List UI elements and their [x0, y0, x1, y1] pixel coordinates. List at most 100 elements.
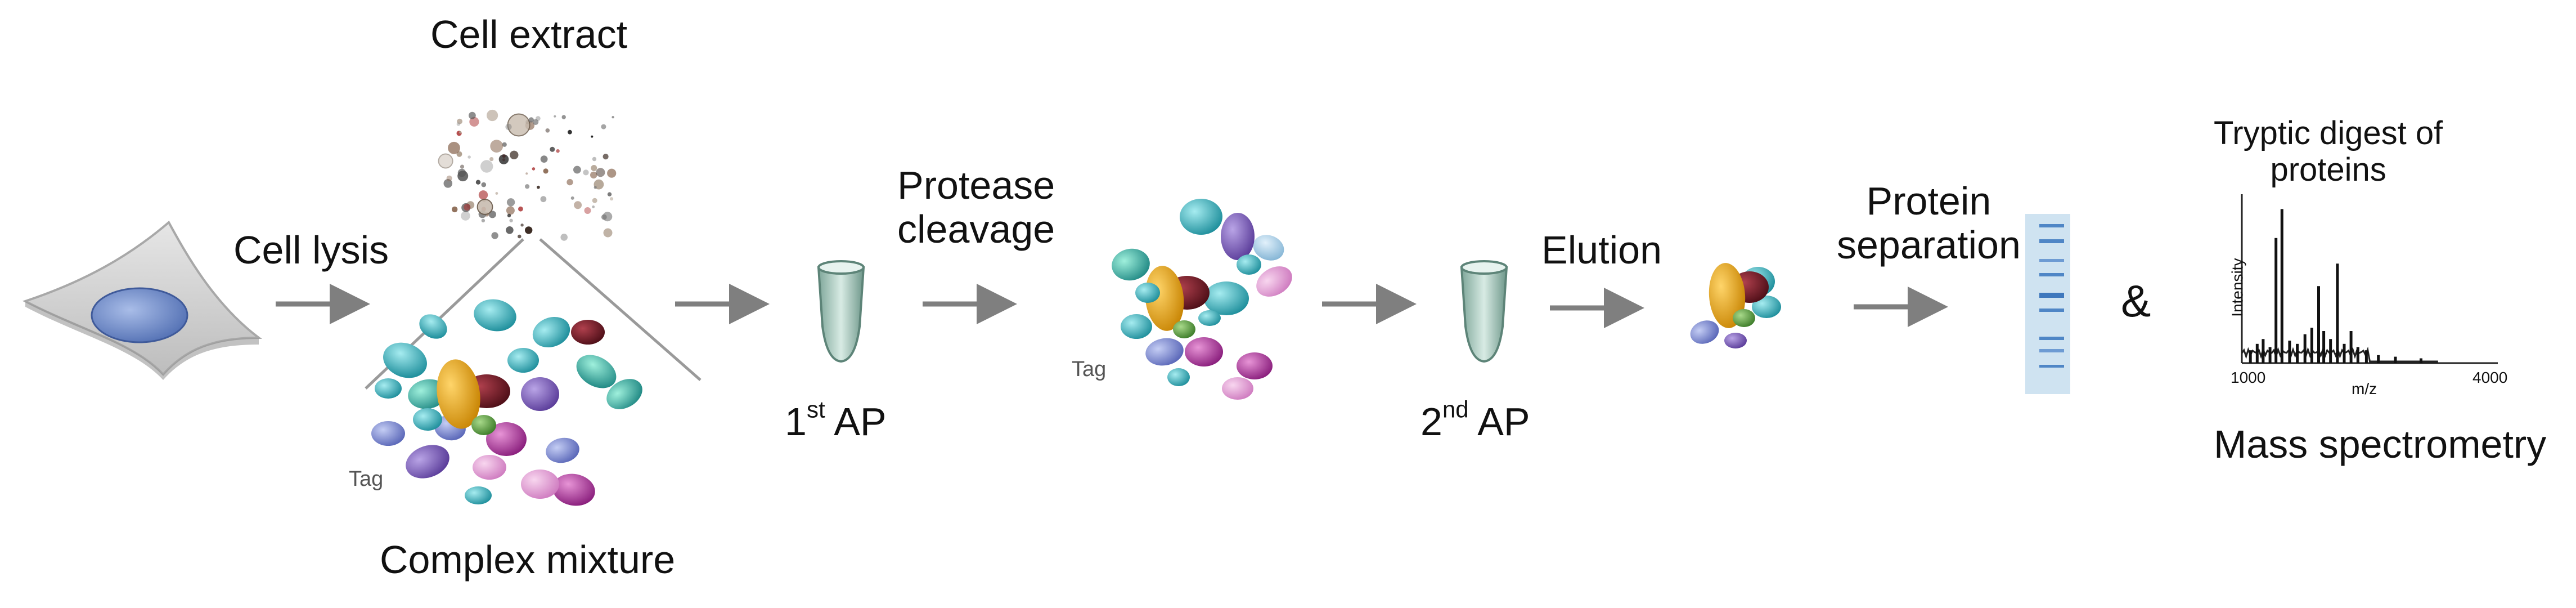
- mixture-protein: [471, 415, 496, 435]
- spectrum-xmax-label: 4000: [2472, 369, 2508, 386]
- extract-particle: [506, 198, 515, 207]
- extract-particle: [457, 168, 466, 177]
- cleaved-protein: [1198, 310, 1221, 326]
- label-complex-mixture: Complex mixture: [380, 538, 676, 582]
- tube-1st-ap: [817, 260, 865, 363]
- extract-particle: [592, 198, 597, 203]
- label-ampersand: &: [2121, 276, 2151, 326]
- extract-particle: [509, 218, 513, 222]
- eluted-protein: [1724, 333, 1747, 348]
- extract-particle: [469, 111, 476, 119]
- extract-particle: [540, 155, 548, 163]
- extract-particle: [591, 165, 597, 171]
- mixture-protein: [546, 437, 579, 463]
- extract-particle: [506, 226, 514, 234]
- extract-particle: [607, 168, 617, 178]
- nucleus: [91, 287, 188, 343]
- ap2-text: AP: [1468, 400, 1530, 444]
- mixture-protein: [413, 408, 442, 431]
- spectrum-ylabel: Intensity: [2228, 258, 2246, 317]
- extract-particle: [506, 206, 515, 215]
- cleaved-protein: [1167, 368, 1190, 386]
- extract-particle: [525, 184, 530, 189]
- extract-particle: [480, 160, 493, 173]
- extract-particle: [495, 192, 498, 195]
- extract-particle: [443, 179, 453, 188]
- extract-particle: [603, 212, 613, 222]
- extract-particle: [476, 199, 493, 215]
- ap1-text: AP: [825, 400, 887, 444]
- mixture-protein: [474, 299, 516, 332]
- protease-line-2: cleavage: [897, 207, 1055, 252]
- extract-particle: [568, 129, 572, 135]
- cleaved-protein: [1121, 314, 1152, 339]
- cleaved-protein: [1222, 377, 1253, 400]
- mixture-protein: [571, 320, 605, 345]
- tryptic-line-2: proteins: [2270, 151, 2386, 188]
- extract-particle: [464, 203, 471, 211]
- extract-particle: [596, 168, 605, 177]
- mixture-protein: [576, 355, 617, 388]
- extract-particle: [592, 205, 595, 208]
- gel-lane: [2025, 214, 2070, 394]
- extract-particle: [507, 213, 511, 218]
- extract-particle: [467, 155, 471, 159]
- extract-particle: [487, 109, 498, 122]
- mixture-protein: [552, 473, 595, 506]
- extract-particle: [554, 115, 556, 118]
- protein-line-2: separation: [1837, 223, 2021, 267]
- ap2-number: 2: [1420, 400, 1442, 444]
- extract-particle: [612, 116, 614, 119]
- extract-particle: [457, 118, 462, 124]
- extract-particle: [481, 218, 485, 223]
- extract-particle: [528, 117, 534, 123]
- extract-particle: [520, 223, 524, 227]
- cleaved-protein: [1145, 338, 1184, 366]
- extract-particle: [601, 124, 606, 129]
- extract-particle: [498, 154, 509, 164]
- extract-particle: [489, 157, 494, 162]
- extract-particle: [481, 182, 487, 187]
- extract-particle: [560, 234, 568, 241]
- cell-extract-particles: [438, 109, 617, 241]
- extract-particle: [510, 150, 519, 159]
- cleaved-protein: [1135, 283, 1160, 303]
- extract-particle: [603, 154, 609, 160]
- label-tag-2: Tag: [1072, 357, 1107, 381]
- extract-particle: [525, 226, 533, 234]
- extract-particle: [502, 142, 507, 147]
- mixture-protein: [437, 359, 480, 429]
- extract-particle: [570, 196, 574, 200]
- cleaved-protein: [1112, 248, 1150, 281]
- extract-particle: [452, 206, 458, 213]
- extract-particle: [456, 151, 462, 157]
- extract-particle: [448, 141, 460, 154]
- extract-particle: [591, 135, 594, 138]
- cleaved-protein: [1185, 337, 1223, 366]
- spectrum-xmin-label: 1000: [2231, 369, 2266, 386]
- extract-particle: [573, 166, 581, 174]
- mixture-protein: [419, 314, 447, 339]
- extract-particle: [475, 180, 481, 185]
- protein-line-1: Protein: [1866, 179, 1991, 223]
- cleaved-protein: [1221, 213, 1255, 260]
- extract-particle: [478, 190, 488, 200]
- extract-particle: [561, 115, 566, 119]
- extract-particle: [590, 171, 597, 179]
- mixture-protein: [521, 377, 559, 411]
- arrows: [276, 284, 1948, 328]
- mixture-protein: [473, 455, 506, 480]
- label-mass-spectrometry: Mass spectrometry: [2214, 422, 2547, 466]
- extract-particle: [532, 167, 536, 171]
- cleaved-protein: [1237, 254, 1261, 275]
- extract-particle: [540, 196, 547, 203]
- tube-2nd-ap: [1460, 260, 1508, 363]
- cleaved-protein: [1180, 199, 1222, 235]
- label-2nd-ap: 2nd AP: [1420, 397, 1530, 444]
- label-elution: Elution: [1541, 228, 1662, 272]
- extract-particle: [543, 168, 549, 174]
- extract-particle: [459, 131, 462, 134]
- label-tag-1: Tag: [349, 467, 384, 491]
- extract-particle: [525, 172, 528, 175]
- eluted-protein: [1733, 309, 1755, 327]
